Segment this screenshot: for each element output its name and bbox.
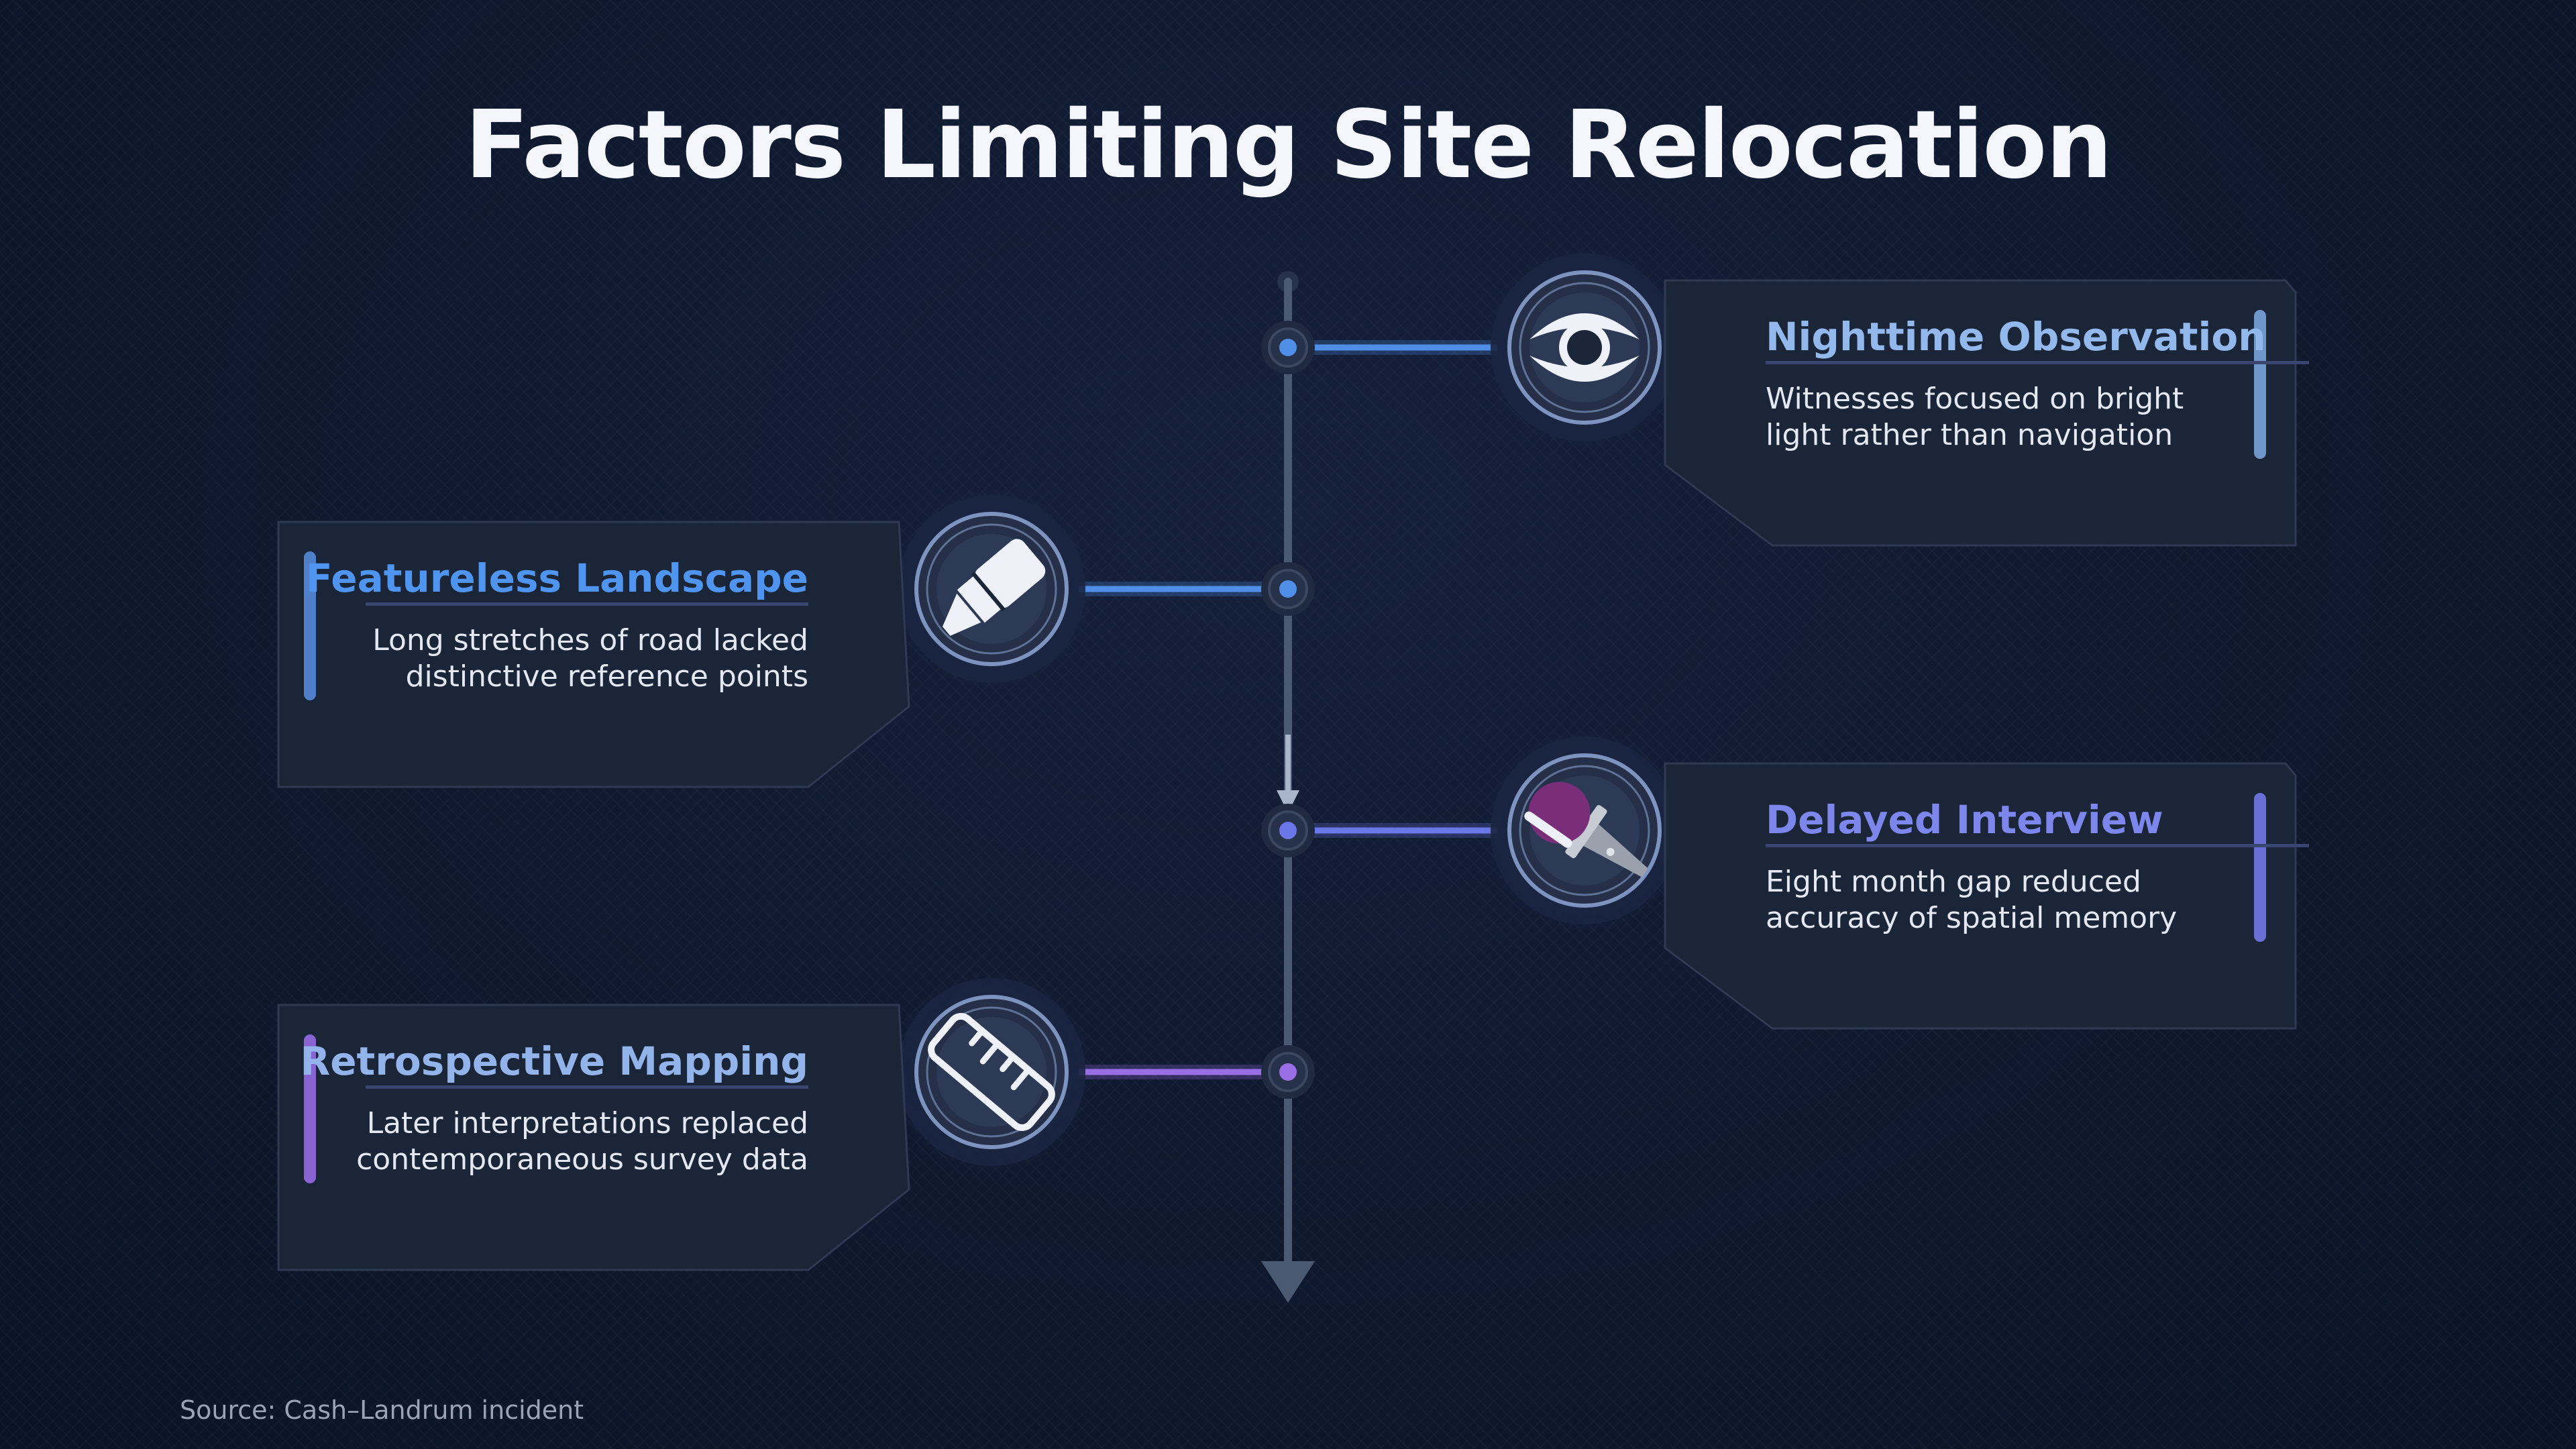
card-title-underline [366, 602, 808, 606]
card-description-line: distinctive reference points [405, 659, 808, 694]
axis-node-dot [1279, 339, 1297, 356]
card-accent-bar [304, 551, 316, 700]
microphone-icon [1484, 730, 1685, 931]
source-note: Source: Cash–Landrum incident [180, 1395, 584, 1425]
ruler-icon [891, 971, 1092, 1173]
eye-pupil [1567, 330, 1602, 365]
card-accent-bar [2254, 310, 2266, 459]
page-title: Factors Limiting Site Relocation [464, 91, 2112, 200]
card-accent-bar [2254, 793, 2266, 942]
card-title: Nighttime Observation [1766, 314, 2266, 360]
card-title: Featureless Landscape [306, 555, 808, 601]
card-title-underline [1766, 844, 2309, 847]
highlighter-icon [891, 488, 1092, 690]
card-title: Retrospective Mapping [300, 1038, 808, 1084]
card-shape [277, 521, 910, 788]
card-accent-bar [304, 1034, 316, 1183]
card-title-underline [366, 1085, 808, 1089]
ruler-shape [928, 1013, 1055, 1131]
axis-node-dot [1279, 822, 1297, 839]
timeline-axis [1261, 271, 1315, 1303]
microphone-shape [1524, 782, 1648, 877]
card-description-line: light rather than navigation [1766, 418, 2174, 452]
card-description-line: Eight month gap reduced [1766, 865, 2141, 899]
card-description-line: Later interpretations replaced [366, 1106, 808, 1140]
card-description-line: Witnesses focused on bright [1766, 382, 2184, 416]
card-shape [277, 1004, 910, 1271]
highlighter-shape [942, 539, 1046, 636]
card-shape [1664, 279, 2297, 547]
card-shape [1664, 762, 2297, 1030]
connectors [1079, 321, 1497, 1099]
card-description-line: Long stretches of road lacked [372, 623, 808, 657]
card-title-underline [1766, 361, 2309, 364]
eye-icon [1484, 247, 1685, 448]
card-title: Delayed Interview [1766, 797, 2163, 843]
axis-end-arrow [1261, 1261, 1315, 1303]
axis-node-dot [1279, 1063, 1297, 1081]
icon-nodes [891, 247, 1685, 1173]
card-description-line: contemporaneous survey data [356, 1142, 808, 1177]
card-description-line: accuracy of spatial memory [1766, 901, 2178, 935]
axis-node-dot [1279, 580, 1297, 598]
flow-arrow-head [1277, 790, 1299, 813]
